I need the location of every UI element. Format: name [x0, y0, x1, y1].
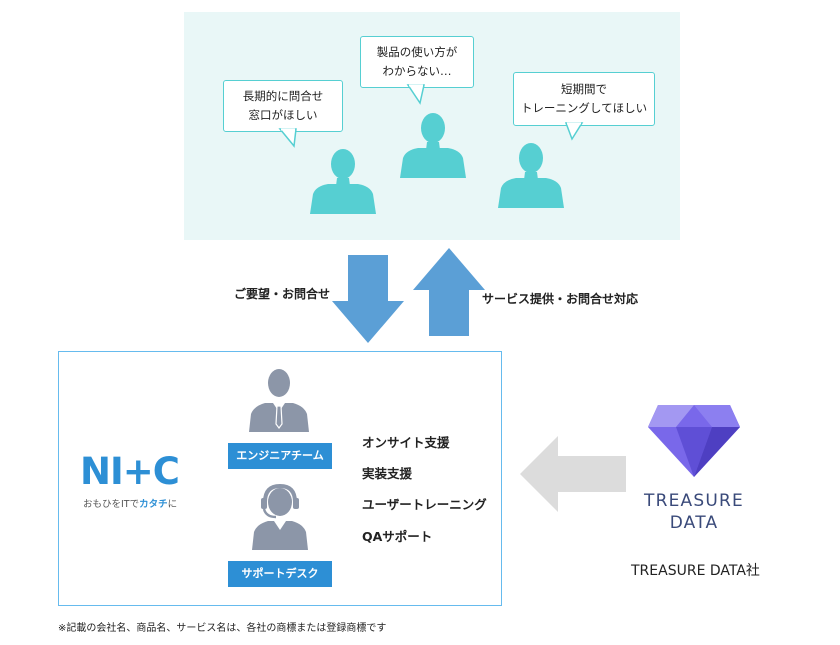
service-onsite: オンサイト支援	[362, 435, 450, 450]
service-user-training: ユーザートレーニング	[362, 497, 487, 512]
trademark-footnote: ※記載の会社名、商品名、サービス名は、各社の商標または登録商標です	[58, 623, 387, 634]
nic-logo: NI+C おもひをITでカタチに	[80, 450, 208, 511]
request-down-arrow-icon	[332, 255, 404, 343]
bubble-tail-left	[278, 128, 297, 148]
bubble-line: 短期間で	[561, 82, 607, 96]
customer-person-icon	[400, 113, 466, 178]
bubble-tails	[278, 84, 584, 148]
bubble-line: 製品の使い方が	[376, 45, 458, 59]
service-flow-label: サービス提供・お問合せ対応	[482, 292, 639, 306]
bubble-tail-center	[406, 84, 425, 105]
treasure-data-logo-text: TREASURE DATA	[640, 490, 748, 534]
nic-tagline: おもひをITでカタチに	[83, 496, 208, 510]
speech-bubble-long-term: 長期的に問合せ 窓口がほしい	[223, 80, 343, 132]
customer-person-icon	[498, 143, 564, 208]
bubble-line: わからない…	[382, 64, 452, 78]
treasure-data-gem-icon	[648, 405, 740, 477]
speech-bubble-training: 短期間で トレーニングしてほしい	[513, 72, 655, 126]
request-flow-label: ご要望・お問合せ	[234, 287, 331, 301]
bubble-line: 長期的に問合せ	[242, 89, 324, 103]
treasure-data-logo-line1: TREASURE	[644, 491, 744, 511]
speech-bubble-usage: 製品の使い方が わからない…	[360, 36, 474, 88]
engineer-team-label: エンジニアチーム	[228, 443, 332, 469]
vendor-left-arrow-icon	[520, 436, 626, 512]
customer-person-icon	[310, 149, 376, 214]
nic-logo-wordmark: NI+C	[80, 450, 180, 493]
service-up-arrow-icon	[413, 248, 485, 336]
nic-tagline-highlight: カタチ	[139, 499, 168, 510]
nic-tagline-suffix: に	[167, 499, 178, 510]
treasure-data-logo-line2: DATA	[669, 513, 719, 533]
nic-tagline-prefix: おもひをITで	[83, 499, 140, 510]
engineer-person-icon	[249, 369, 309, 432]
bubble-tail-right	[564, 122, 584, 141]
support-desk-label: サポートデスク	[228, 561, 332, 587]
service-qa-support: QAサポート	[362, 529, 433, 544]
bubble-line: 窓口がほしい	[248, 108, 318, 122]
service-implementation: 実装支援	[362, 466, 413, 481]
headset-person-icon	[252, 483, 308, 550]
treasure-data-caption: TREASURE DATA社	[631, 563, 760, 579]
bubble-line: トレーニングしてほしい	[520, 101, 648, 115]
